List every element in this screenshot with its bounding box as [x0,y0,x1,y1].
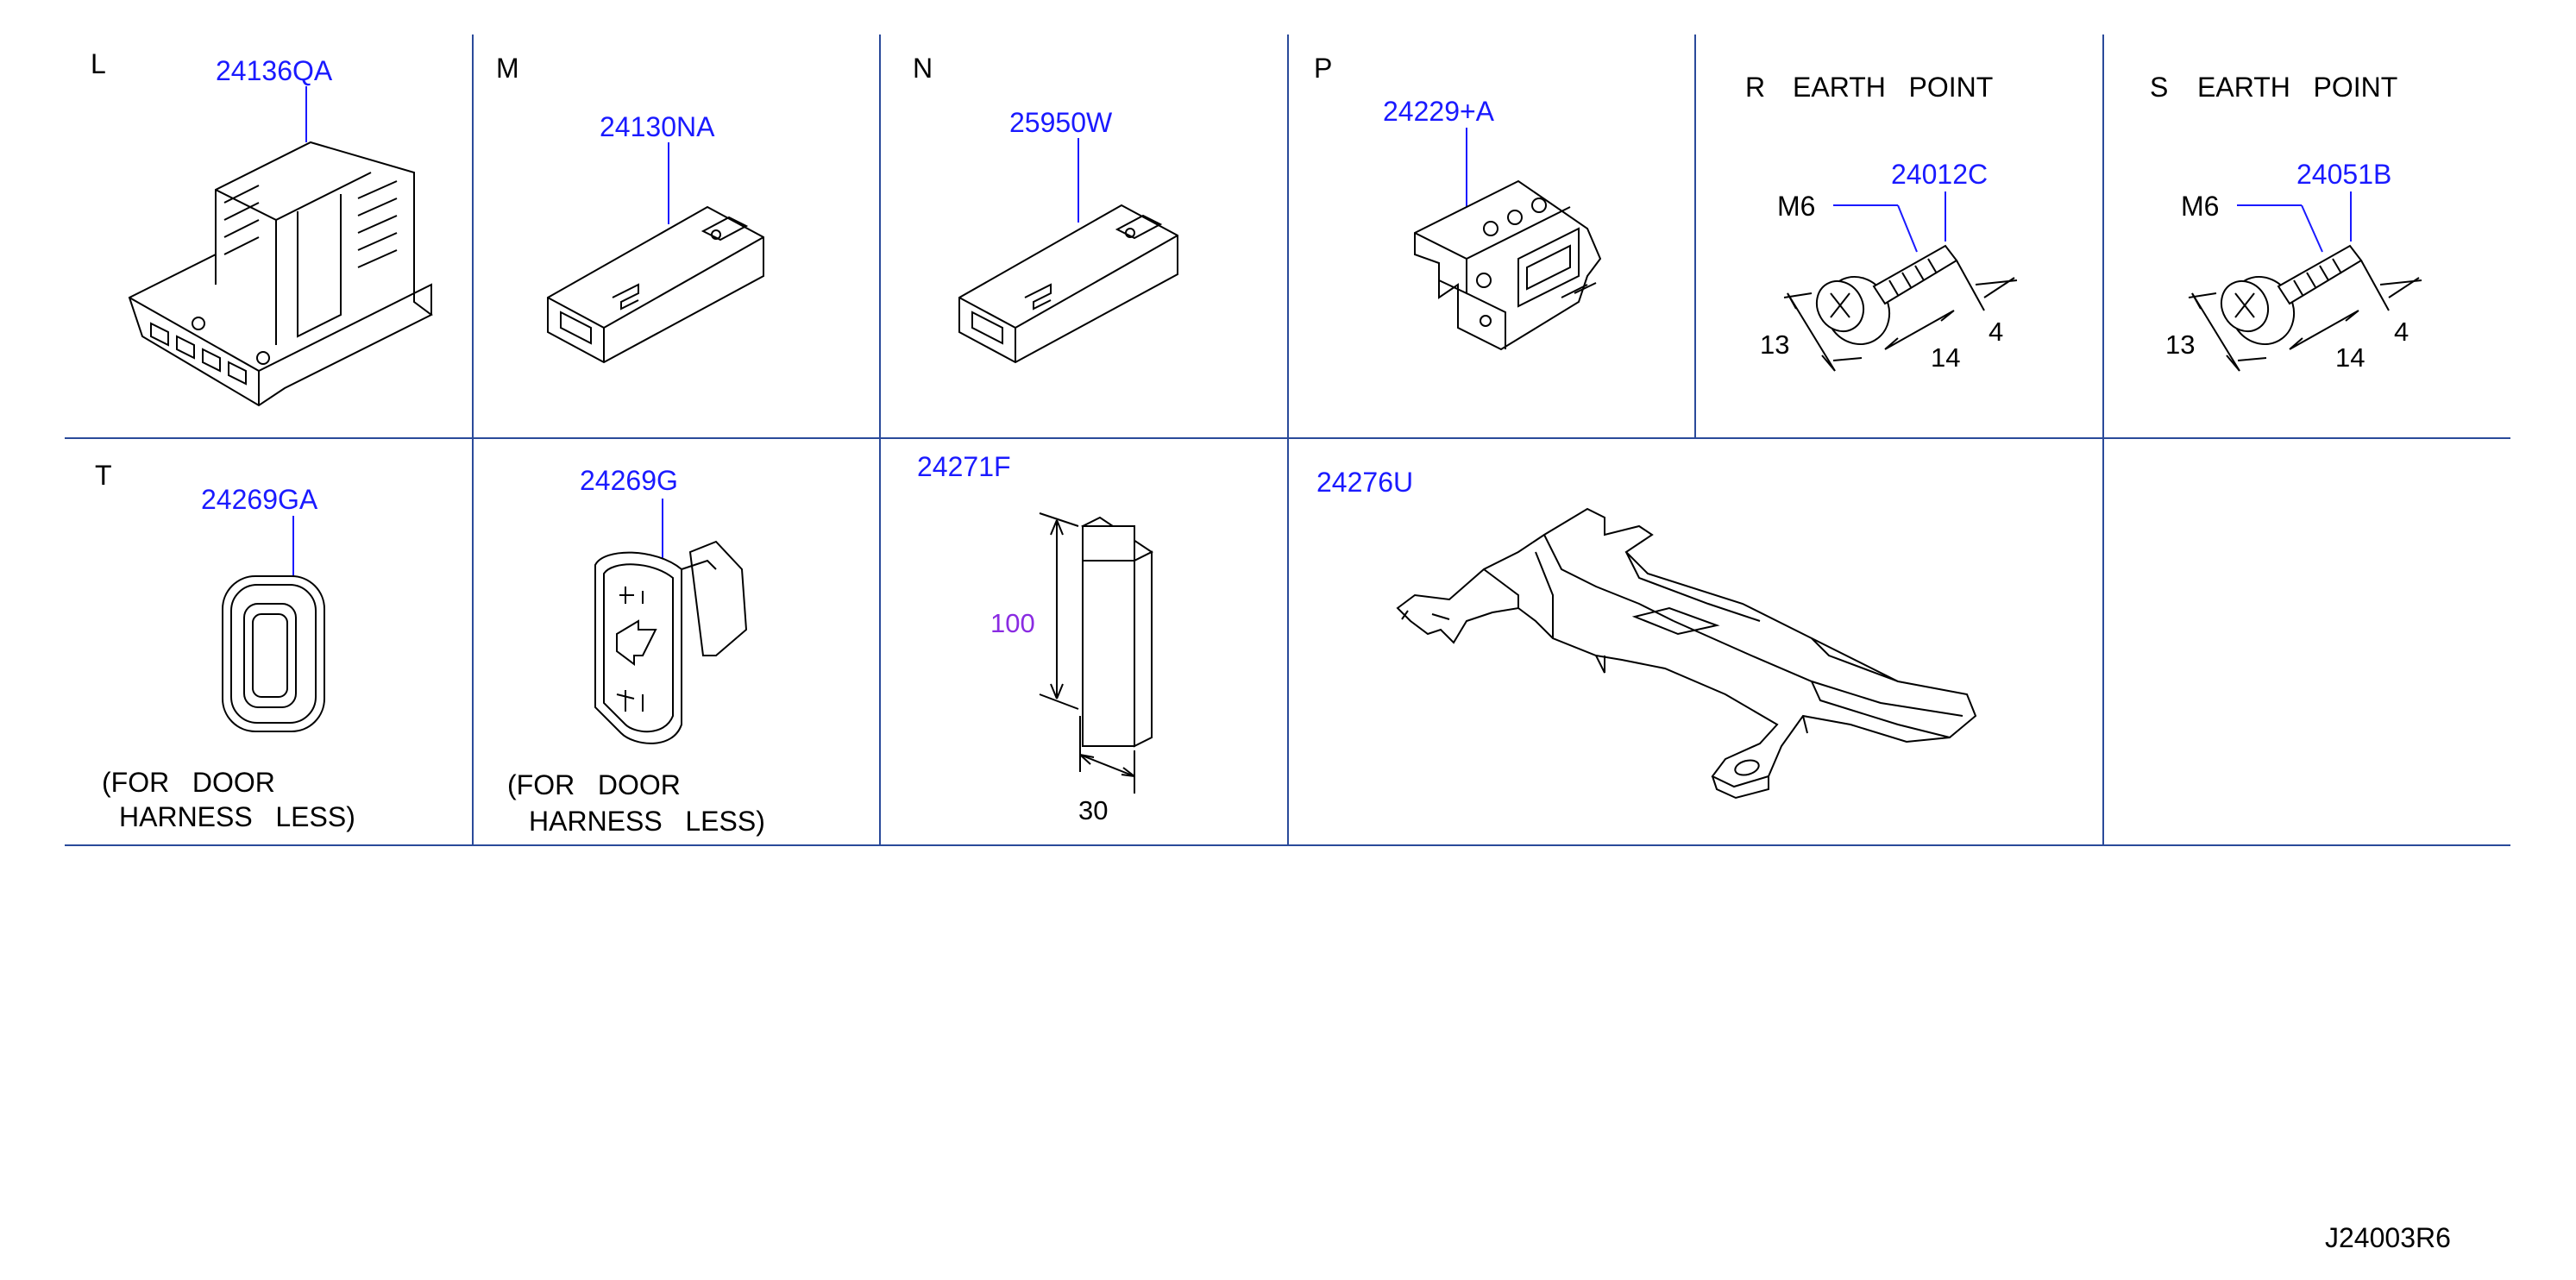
pad-drawing [1039,512,1153,794]
usage-note-line-2: HARNESS LESS) [529,806,765,837]
cell-letter: T [95,460,112,491]
dimension-width: 30 [1078,795,1108,825]
table-grid [65,35,2510,846]
dimension-4: 4 [1989,317,2003,347]
part-number-label: 24012C [1891,159,1988,190]
grommet-drawing [594,540,748,744]
connector-bracket-drawing [128,141,433,407]
cell-M: M 24130NA [496,53,764,364]
dimension-13: 13 [2165,329,2195,360]
cell-24276U: 24276U [1316,467,1977,800]
connector-holder-drawing [547,205,764,364]
cell-letter: L [91,48,106,79]
dimension-14: 14 [2335,342,2365,373]
cell-letter: M [496,53,519,84]
dimension-height: 100 [990,608,1035,638]
part-number-label: 24271F [917,451,1011,482]
harness-protector-drawing [1396,507,1977,800]
part-number-label: 24130NA [600,111,715,142]
cell-letter: P [1314,53,1332,84]
dimension-4: 4 [2394,317,2409,347]
cell-R: R EARTH POINT 24012C M6 13 14 4 [1745,72,2018,373]
usage-note-line-2: HARNESS LESS) [119,801,355,832]
part-number-label: 24229+A [1383,96,1495,127]
part-number-label: 24051B [2296,159,2391,190]
connector-holder-drawing [958,204,1178,364]
part-number-label: 24276U [1316,467,1413,498]
cell-title: EARTH POINT [2197,72,2397,103]
cell-N: N 25950W [913,53,1178,364]
part-number-label: 24136QA [216,55,333,86]
dimension-14: 14 [1931,342,1960,373]
cell-letter: S [2150,72,2168,103]
earth-bolt-drawing [2188,244,2422,372]
cell-24269G: 24269G (FOR DOOR HARNESS LESS) [507,465,765,837]
usage-note-line-1: (FOR DOOR [507,769,681,800]
dimension-13: 13 [1760,329,1789,360]
part-number-label: 24269GA [201,484,318,515]
cell-24271F: 24271F 100 30 [917,451,1153,825]
cell-title: EARTH POINT [1793,72,1993,103]
cell-P: P 24229+A [1314,53,1602,351]
cell-S: S EARTH POINT 24051B M6 13 14 4 [2150,72,2422,373]
cell-L: L 24136QA [91,48,433,407]
thread-size-label: M6 [2181,191,2219,222]
part-number-label: 25950W [1009,107,1113,138]
bracket-drawing [1414,179,1602,351]
cell-letter: N [913,53,933,84]
earth-bolt-drawing [1783,244,2018,372]
diagram-code: J24003R6 [2325,1222,2451,1253]
usage-note-line-1: (FOR DOOR [102,767,275,798]
grommet-drawing [222,575,325,732]
cell-T: T 24269GA (FOR DOOR HARNESS LESS) [95,460,355,832]
part-number-label: 24269G [580,465,678,496]
thread-size-label: M6 [1777,191,1815,222]
cell-letter: R [1745,72,1765,103]
